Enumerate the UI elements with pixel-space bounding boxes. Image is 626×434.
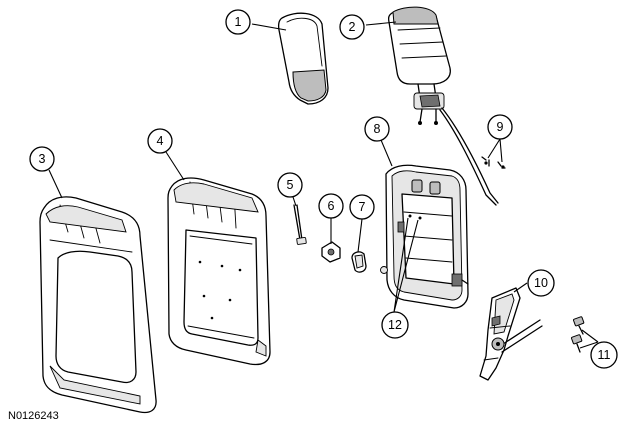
callout-9: 9 — [487, 114, 513, 140]
svg-text:8: 8 — [374, 122, 381, 136]
svg-text:6: 6 — [328, 199, 335, 213]
part-10-recliner — [479, 287, 543, 381]
callout-6: 6 — [318, 193, 344, 219]
svg-text:11: 11 — [598, 348, 611, 362]
part-7-bushing — [351, 251, 367, 273]
callout-5: 5 — [277, 172, 303, 198]
svg-text:4: 4 — [157, 134, 164, 148]
part-2-head-restraint — [387, 6, 451, 125]
svg-text:5: 5 — [287, 178, 294, 192]
svg-text:2: 2 — [349, 20, 356, 34]
part-8-seatback-frame — [380, 164, 469, 309]
callout-7: 7 — [349, 194, 375, 220]
callout-10: 10 — [527, 269, 555, 297]
svg-text:12: 12 — [388, 318, 402, 332]
part-6-nut — [321, 241, 341, 263]
callout-12: 12 — [381, 311, 409, 339]
part-4-seatback-cushion — [167, 177, 271, 366]
svg-text:3: 3 — [39, 152, 46, 166]
svg-text:10: 10 — [534, 276, 548, 290]
svg-text:7: 7 — [359, 200, 366, 214]
part-1-head-restraint-pad — [277, 12, 329, 105]
part-11-bolts — [570, 316, 585, 353]
callout-3: 3 — [29, 146, 55, 172]
svg-text:9: 9 — [497, 120, 504, 134]
release-cable — [439, 107, 499, 206]
part-5-bolt — [293, 204, 307, 245]
callout-8: 8 — [364, 116, 390, 142]
callout-11: 11 — [590, 341, 618, 369]
leader-lines — [48, 21, 599, 349]
figure-id-label: N0126243 — [8, 410, 59, 422]
callout-2: 2 — [339, 14, 365, 40]
part-3-seatback-cover — [39, 196, 157, 414]
callout-1: 1 — [225, 9, 251, 35]
callout-4: 4 — [147, 128, 173, 154]
part-9-clips — [481, 156, 506, 169]
svg-text:1: 1 — [235, 15, 242, 29]
